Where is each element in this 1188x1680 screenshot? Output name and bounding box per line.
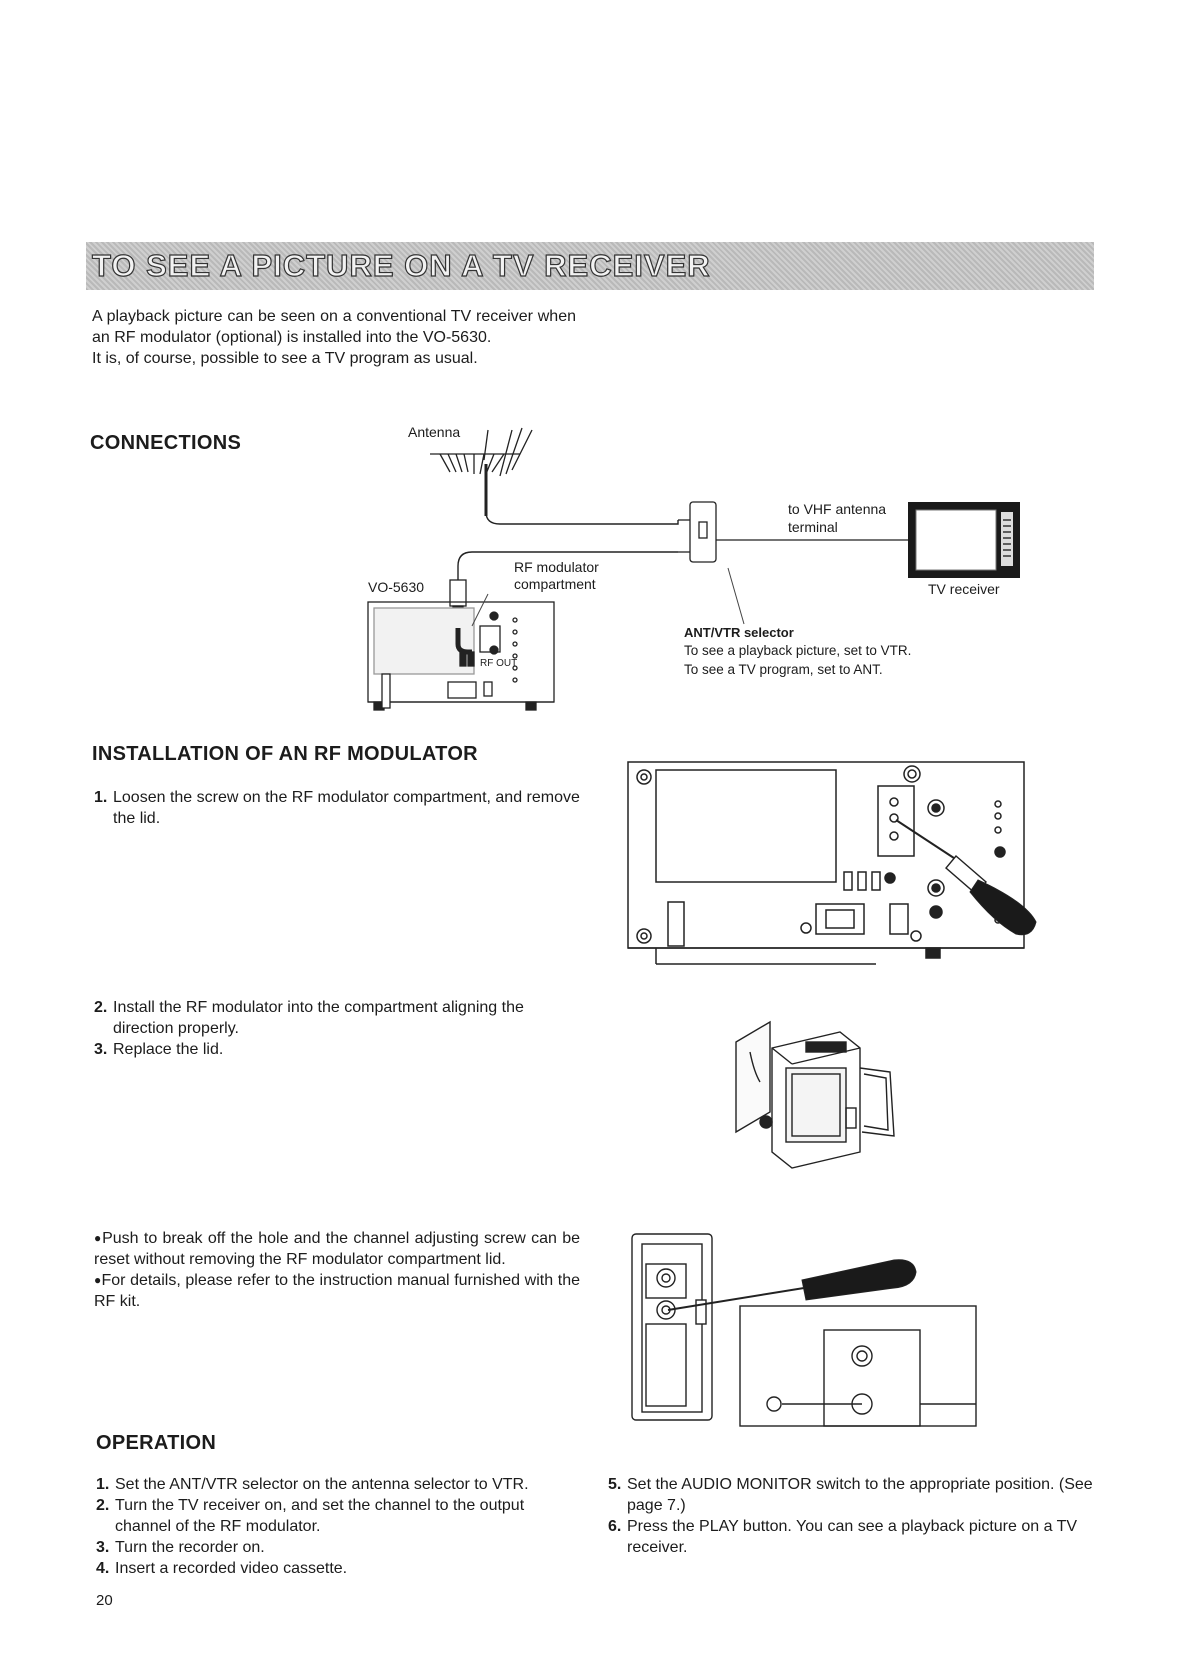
step-text: Press the PLAY button. You can see a pla…: [627, 1518, 1078, 1556]
operation-steps-left: 1. Set the ANT/VTR selector on the antenn…: [96, 1474, 582, 1579]
intro-paragraph-1: A playback picture can be seen on a conv…: [92, 308, 576, 346]
list-item: 2. Install the RF modulator into the comp…: [94, 997, 580, 1039]
tv-receiver-icon: [908, 502, 1020, 578]
vhf-label-line1: to VHF antenna: [788, 501, 887, 517]
installation-step-1: 1. Loosen the screw on the RF modulator c…: [94, 787, 580, 829]
note-1: ●Push to break off the hole and the chan…: [94, 1228, 580, 1270]
installation-notes: ●Push to break off the hole and the chan…: [94, 1228, 580, 1312]
note-text: For details, please refer to the instruc…: [94, 1272, 580, 1310]
list-item: 3. Turn the recorder on.: [96, 1537, 582, 1558]
list-item: 1. Set the ANT/VTR selector on the antenn…: [96, 1474, 582, 1495]
step-text: Set the ANT/VTR selector on the antenna …: [115, 1476, 529, 1493]
operation-steps-right: 5. Set the AUDIO MONITOR switch to the ap…: [608, 1474, 1094, 1558]
intro-text: A playback picture can be seen on a conv…: [92, 306, 576, 369]
list-item: 1. Loosen the screw on the RF modulator c…: [94, 787, 580, 829]
list-item: 5. Set the AUDIO MONITOR switch to the ap…: [608, 1474, 1094, 1516]
title-banner: [86, 242, 1094, 290]
vo-5630-recorder-icon: [367, 601, 555, 711]
rf-compartment-label-line2: compartment: [514, 576, 596, 592]
step-number: 6.: [608, 1518, 622, 1535]
inset-detail: [739, 1305, 977, 1427]
note-text: Push to break off the hole and the chann…: [94, 1230, 580, 1268]
channel-screw-illustration: [631, 1233, 977, 1427]
screwdriver-icon: [895, 819, 1037, 936]
step-number: 3.: [96, 1539, 110, 1556]
connections-heading: CONNECTIONS: [90, 432, 242, 454]
antenna-icon: [430, 427, 533, 516]
step-number: 1.: [94, 789, 108, 806]
step-text: Replace the lid.: [113, 1041, 224, 1058]
step-text: Turn the recorder on.: [115, 1539, 265, 1556]
step-text: Install the RF modulator into the compar…: [113, 999, 524, 1037]
page-title: TO SEE A PICTURE ON A TV RECEIVER: [91, 247, 711, 283]
bullet-icon: ●: [94, 1273, 102, 1287]
vhf-label-line2: terminal: [788, 519, 838, 535]
list-item: 3. Replace the lid.: [94, 1039, 580, 1060]
list-item: 4. Insert a recorded video cassette.: [96, 1558, 582, 1579]
rf-compartment-label-line1: RF modulator: [514, 559, 599, 575]
rf-out-label: RF OUT: [480, 658, 517, 669]
step-number: 2.: [96, 1497, 110, 1514]
list-item: 2. Turn the TV receiver on, and set the c…: [96, 1495, 582, 1537]
intro-paragraph-2: It is, of course, possible to see a TV p…: [92, 350, 478, 367]
connections-diagram: RF OUT: [367, 427, 1020, 711]
antenna-label: Antenna: [408, 424, 461, 440]
selector-line1: To see a playback picture, set to VTR.: [684, 643, 912, 658]
selector-title: ANT/VTR selector: [684, 625, 794, 640]
model-label: VO-5630: [368, 579, 425, 595]
step-text: Insert a recorded video cassette.: [115, 1560, 348, 1577]
list-item: 6. Press the PLAY button. You can see a p…: [608, 1516, 1094, 1558]
step-number: 5.: [608, 1476, 622, 1493]
tv-receiver-label: TV receiver: [928, 581, 1000, 597]
modulator-install-illustration: [735, 1020, 895, 1169]
operation-heading: OPERATION: [96, 1432, 217, 1454]
rear-panel-illustration: [627, 761, 1037, 965]
bullet-icon: ●: [94, 1231, 103, 1245]
ant-vtr-selector-icon: [678, 501, 717, 563]
screwdriver-icon: [667, 1259, 917, 1311]
installation-steps-2-3: 2. Install the RF modulator into the comp…: [94, 997, 580, 1060]
step-text: Loosen the screw on the RF modulator com…: [113, 789, 580, 827]
selector-line2: To see a TV program, set to ANT.: [684, 662, 883, 677]
step-number: 2.: [94, 999, 108, 1016]
step-number: 3.: [94, 1041, 108, 1058]
step-number: 1.: [96, 1476, 110, 1493]
installation-heading: INSTALLATION OF AN RF MODULATOR: [92, 743, 478, 765]
page-number: 20: [96, 1592, 113, 1609]
step-text: Set the AUDIO MONITOR switch to the appr…: [627, 1476, 1093, 1514]
step-text: Turn the TV receiver on, and set the cha…: [115, 1497, 525, 1535]
step-number: 4.: [96, 1560, 110, 1577]
note-2: ●For details, please refer to the instru…: [94, 1270, 580, 1312]
